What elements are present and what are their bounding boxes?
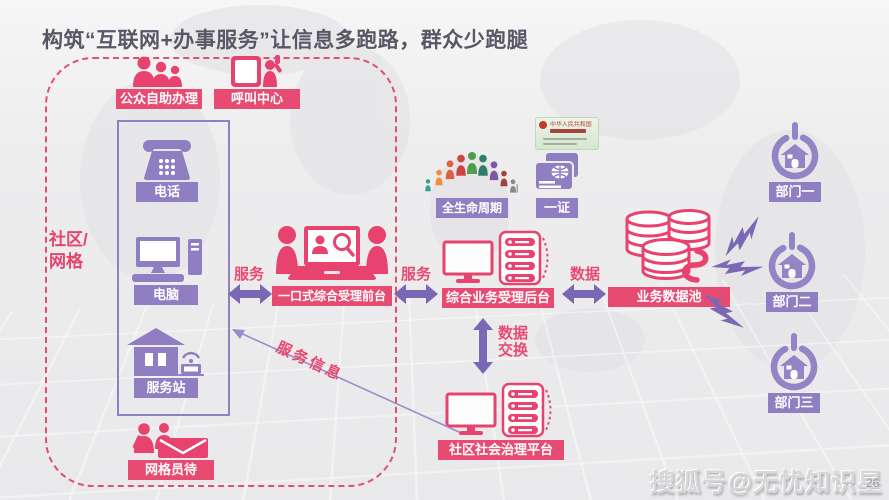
- department-building-icon: [768, 122, 822, 180]
- data-exchange-label: 数据交换: [498, 325, 529, 360]
- node-call-center: 呼叫中心: [214, 55, 300, 109]
- service-station-label: 服务站: [134, 378, 198, 398]
- id-card-title-bar: [550, 129, 586, 133]
- id-card-line: [543, 138, 587, 140]
- department-building-icon: [767, 333, 821, 391]
- page-number: 26: [866, 476, 880, 490]
- node-front-desk: 一口式综合受理前台: [272, 222, 392, 306]
- call-center-label: 呼叫中心: [214, 89, 300, 109]
- one-card-icon: [533, 150, 581, 196]
- node-computer: 电脑: [132, 237, 202, 305]
- data-pool-coins-icon: [617, 205, 721, 285]
- node-department-3: 部门三: [768, 333, 820, 413]
- region-label: 社区/网格: [49, 230, 88, 272]
- service-left-label: 服务: [234, 266, 265, 283]
- people-group-icon: [130, 56, 188, 87]
- grid-worker-envelope-icon: [131, 423, 211, 458]
- grid-worker-label: 网格员待: [128, 460, 214, 480]
- national-emblem-icon: [539, 121, 547, 129]
- node-one-card: 一证: [533, 150, 581, 218]
- back-desk-icon: [442, 230, 554, 286]
- node-department-2: 部门二: [766, 232, 818, 312]
- channel-inner-box: [117, 120, 230, 416]
- department-building-icon: [765, 232, 819, 290]
- community-platform-icon: [445, 382, 557, 438]
- call-center-icon: [231, 55, 283, 87]
- id-card-line: [543, 143, 577, 145]
- life-cycle-people-icon: [422, 148, 522, 196]
- front-desk-label: 一口式综合受理前台: [272, 286, 392, 306]
- back-desk-label: 综合业务受理后台: [442, 288, 554, 308]
- community-platform-label: 社区社会治理平台: [438, 440, 564, 460]
- id-card-image: 中华人民共和国: [535, 117, 599, 150]
- node-back-desk: 综合业务受理后台: [442, 230, 554, 308]
- node-phone: 电话: [136, 138, 198, 202]
- watermark: 搜狐号@无忧知识星球: [650, 469, 884, 497]
- id-card-country-text: 中华人民共和国: [550, 121, 592, 128]
- computer-label: 电脑: [134, 285, 198, 305]
- node-service-station: 服务站: [127, 328, 204, 398]
- data-pool-label: 业务数据池: [608, 287, 730, 307]
- data-label: 数据: [570, 266, 601, 283]
- node-department-1: 部门一: [769, 122, 821, 202]
- node-life-cycle: 全生命周期: [425, 148, 518, 218]
- desktop-computer-icon: [130, 237, 202, 283]
- department-1-label: 部门一: [769, 182, 821, 202]
- community-dashed-region: [45, 57, 397, 487]
- phone-label: 电话: [136, 182, 198, 202]
- life-cycle-label: 全生命周期: [436, 198, 508, 218]
- service-station-icon: [127, 328, 205, 376]
- node-grid-worker: 网格员待: [128, 423, 214, 480]
- department-2-label: 部门二: [766, 292, 818, 312]
- one-card-label: 一证: [536, 198, 578, 218]
- department-3-label: 部门三: [768, 393, 820, 413]
- node-data-pool: 业务数据池: [608, 205, 730, 307]
- page-title: 构筑“互联网+办事服务”让信息多跑路，群众少跑腿: [42, 29, 529, 53]
- telephone-icon: [142, 138, 192, 180]
- service-right-label: 服务: [401, 266, 432, 283]
- self-service-label: 公众自助办理: [116, 89, 202, 109]
- node-community-platform: 社区社会治理平台: [438, 382, 564, 460]
- front-desk-icon: [274, 222, 390, 284]
- node-self-service: 公众自助办理: [116, 56, 202, 109]
